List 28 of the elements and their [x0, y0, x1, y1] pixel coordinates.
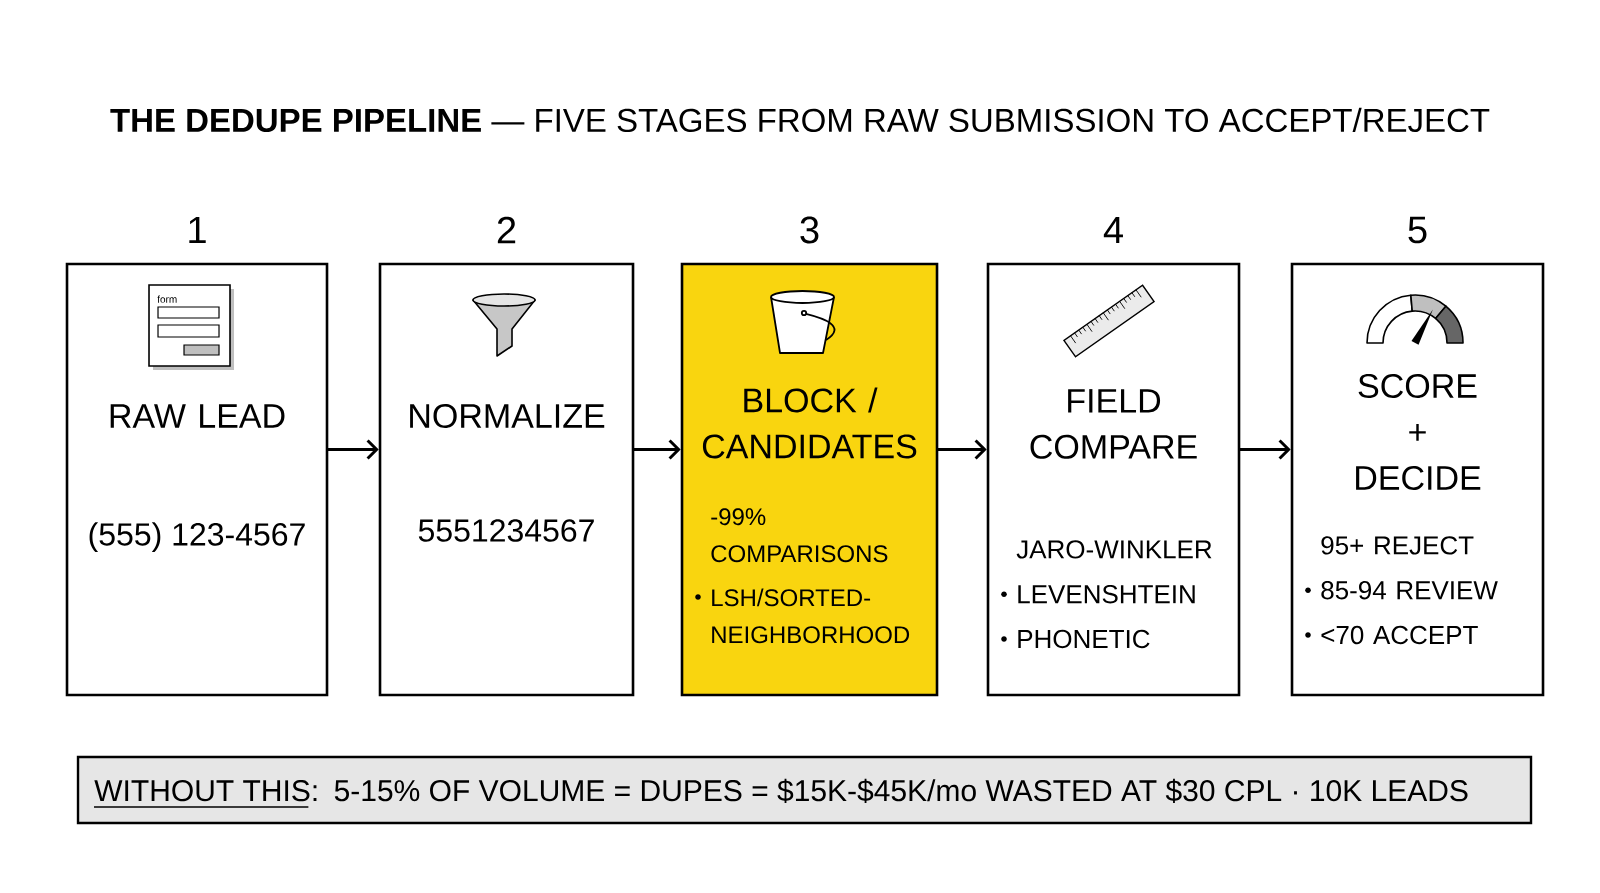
title: THE DEDUPE PIPELINE — FIVE STAGES FROM RAW SUBMISSION TO ACCEPT/REJECT	[110, 107, 1490, 133]
stage-detail: (555) 123-4567	[89, 522, 305, 552]
arrow	[632, 439, 681, 460]
stage-title: SCORE + DECIDE	[1356, 373, 1481, 491]
stage-title: FIELD COMPARE	[1030, 389, 1197, 459]
icon-text: form	[157, 295, 177, 303]
stage-detail: JARO-WINKLER	[1016, 540, 1212, 559]
step-number: 2	[497, 216, 516, 244]
step-number: 5	[1408, 216, 1427, 244]
step-number: 1	[189, 216, 206, 244]
step-number: 3	[800, 216, 819, 244]
stage-detail: -99% COMPARISONS	[711, 508, 888, 563]
stage-title: NORMALIZE	[410, 403, 605, 429]
banner-text: 5-15% OF VOLUME = DUPES = $15K-$45K/mo WASTED AT $30 CPL · 10K LEADS	[334, 778, 1468, 804]
stage-title: RAW LEAD	[110, 404, 285, 428]
arrow	[326, 439, 379, 460]
arrow	[1238, 439, 1291, 460]
stage-detail: LEVENSHTEIN	[1018, 585, 1195, 604]
stage-detail: 85-94 REVIEW	[1321, 581, 1498, 600]
stage-detail: 95+ REJECT	[1321, 536, 1474, 555]
stage-title: BLOCK / CANDIDATES	[702, 387, 917, 459]
step-number: 4	[1103, 216, 1123, 244]
stage-detail: PHONETIC	[1018, 629, 1150, 649]
stage-detail: LSH/SORTED-NEIGHBORHOOD	[712, 588, 910, 644]
stage-detail: 5551234567	[418, 519, 594, 542]
arrow	[936, 439, 987, 460]
banner-heading: WITHOUT THIS:	[94, 780, 317, 802]
stage-detail: <70 ACCEPT	[1321, 625, 1478, 645]
